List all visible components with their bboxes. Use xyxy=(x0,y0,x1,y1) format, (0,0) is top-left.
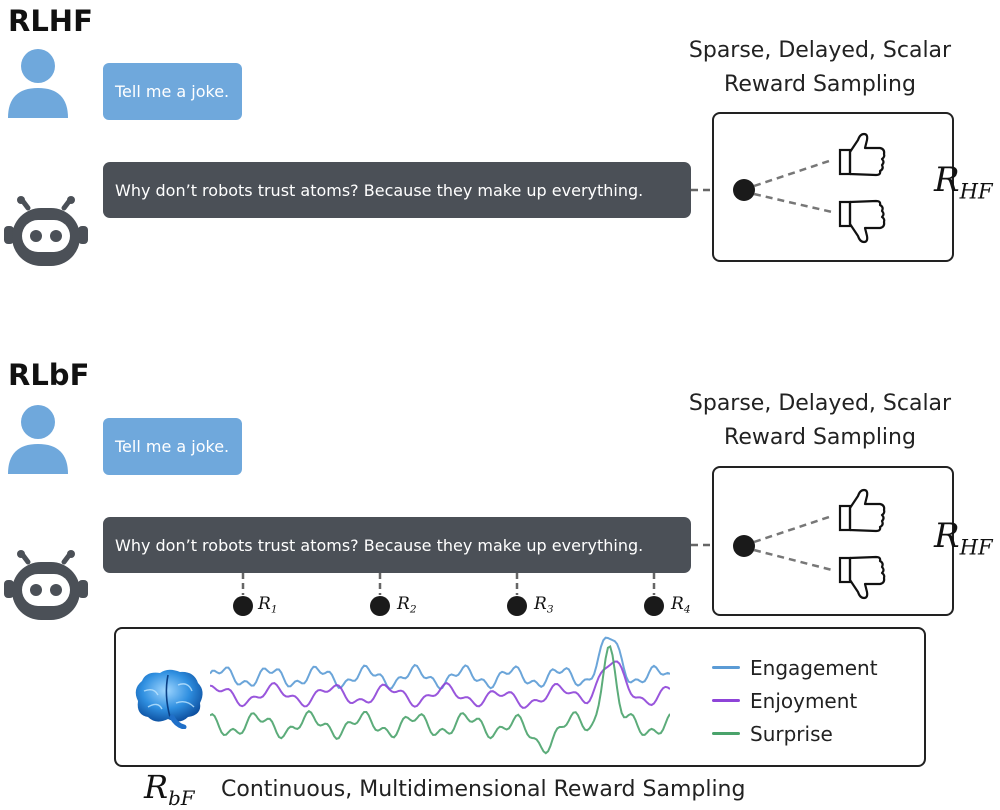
reward-tap-2 xyxy=(370,573,390,616)
rlhf-reward-box xyxy=(712,112,954,262)
user-icon xyxy=(8,405,68,474)
legend-item-engagement: Engagement xyxy=(712,651,878,684)
legend-item-enjoyment: Enjoyment xyxy=(712,684,878,717)
user-message-text: Tell me a joke. xyxy=(115,437,230,456)
rlbf-reward-symbol: RHF xyxy=(934,516,993,560)
reward-tap-label-4: R4 xyxy=(671,594,691,616)
rlbf-reward-title-line2: Reward Sampling xyxy=(724,425,916,450)
rbf-reward-symbol: RbF xyxy=(144,768,195,810)
rlhf-section-title: RLHF xyxy=(8,4,93,38)
legend-swatch-engagement xyxy=(712,666,740,669)
reward-tap-1 xyxy=(233,573,253,616)
decision-node xyxy=(733,535,755,557)
enjoyment-curve xyxy=(210,660,670,709)
bot-message-text: Why don’t robots trust atoms? Because th… xyxy=(115,535,644,555)
rlbf-reward-title: Sparse, Delayed, Scalar Reward Sampling xyxy=(660,387,980,455)
reward-tap-label-1: R1 xyxy=(258,594,278,616)
user-message-text: Tell me a joke. xyxy=(115,82,230,101)
thumbs-down-icon xyxy=(838,199,886,244)
user-icon xyxy=(8,49,68,118)
brain-icon xyxy=(135,669,203,729)
rlhf-feedback-fork xyxy=(733,132,886,244)
bot-message-text: Why don’t robots trust atoms? Because th… xyxy=(115,180,644,200)
user-message-bubble: Tell me a joke. xyxy=(103,418,242,475)
thumbs-up-icon xyxy=(838,488,886,533)
decision-node xyxy=(733,179,755,201)
rlbf-reward-title-line1: Sparse, Delayed, Scalar xyxy=(688,391,952,416)
continuous-reward-caption: Continuous, Multidimensional Reward Samp… xyxy=(221,777,746,802)
biofeedback-signals-box: Engagement Enjoyment Surprise xyxy=(114,627,926,767)
robot-icon xyxy=(4,196,88,266)
surprise-curve xyxy=(210,644,670,755)
continuous-reward-taps xyxy=(233,573,664,616)
signals-legend: Engagement Enjoyment Surprise xyxy=(712,651,878,750)
thumbs-up-icon xyxy=(838,132,886,177)
rlhf-reward-title-line2: Reward Sampling xyxy=(724,72,916,97)
legend-swatch-surprise xyxy=(712,732,740,735)
robot-icon xyxy=(4,550,88,620)
reward-tap-label-2: R2 xyxy=(397,594,417,616)
rlbf-feedback-fork xyxy=(733,488,886,600)
legend-item-surprise: Surprise xyxy=(712,717,878,750)
rlbf-reward-box xyxy=(712,466,954,616)
rlhf-reward-title: Sparse, Delayed, Scalar Reward Sampling xyxy=(660,34,980,102)
rlhf-reward-title-line1: Sparse, Delayed, Scalar xyxy=(688,38,952,63)
bot-message-bubble: Why don’t robots trust atoms? Because th… xyxy=(103,162,691,218)
rlbf-section-title: RLbF xyxy=(8,358,90,392)
reward-tap-label-3: R3 xyxy=(534,594,554,616)
signal-curves xyxy=(210,636,670,755)
rlhf-reward-symbol: RHF xyxy=(934,160,993,204)
user-message-bubble: Tell me a joke. xyxy=(103,63,242,120)
reward-tap-4 xyxy=(644,573,664,616)
thumbs-down-icon xyxy=(838,555,886,600)
legend-swatch-enjoyment xyxy=(712,699,740,702)
engagement-curve xyxy=(210,636,670,690)
bot-message-bubble: Why don’t robots trust atoms? Because th… xyxy=(103,517,691,573)
reward-tap-3 xyxy=(507,573,527,616)
